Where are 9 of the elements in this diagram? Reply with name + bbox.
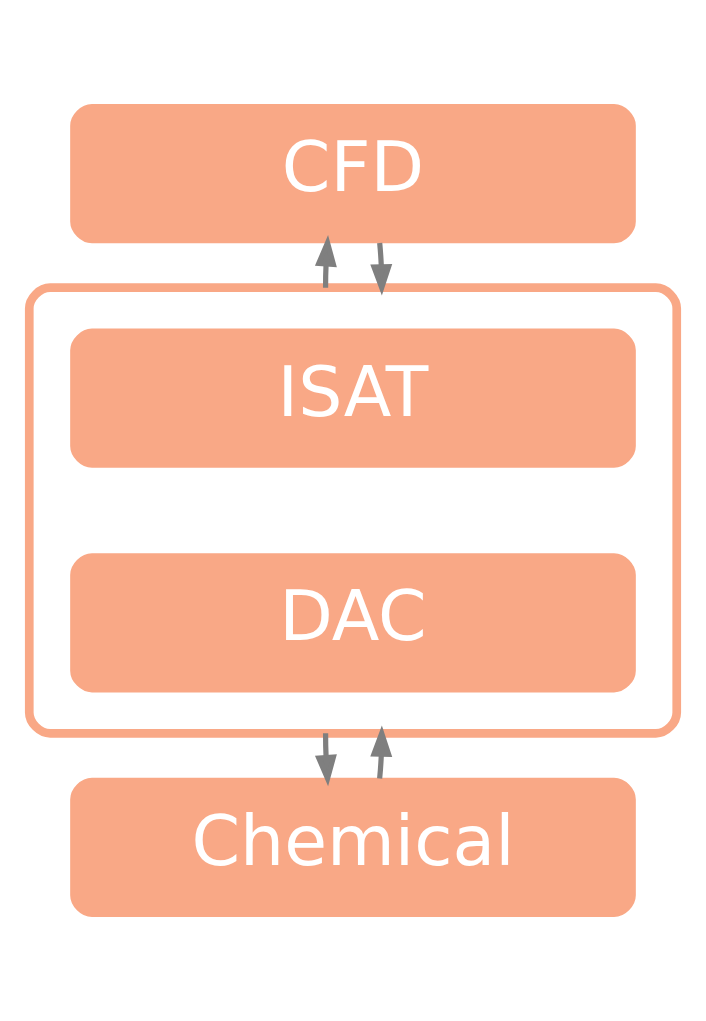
arrow: [314, 733, 337, 787]
arrow: [314, 235, 337, 288]
node-box: DAC: [70, 553, 636, 693]
node-box: ISAT: [70, 328, 636, 468]
node-box: CFD: [70, 104, 636, 244]
arrow: [370, 725, 393, 779]
arrow: [370, 242, 393, 296]
cluster: [24, 283, 682, 738]
node-box: Chemical: [70, 777, 636, 917]
